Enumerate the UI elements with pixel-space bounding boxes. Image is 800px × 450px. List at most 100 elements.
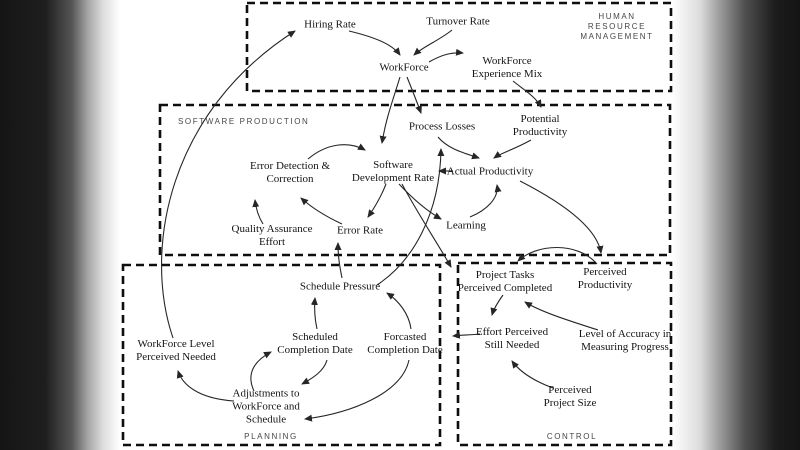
node-label-line: Perceived Completed — [457, 282, 553, 294]
node-label-line: Measuring Progress — [581, 341, 669, 353]
node-label-line: Scheduled — [292, 331, 338, 343]
edge-turnover-rate-to-workforce — [413, 29, 453, 56]
edge-scheduled-completion-date-to-schedule-pressure — [310, 297, 318, 330]
edge-hiring-rate-to-workforce — [348, 30, 401, 56]
node-label-line: Effort — [258, 236, 286, 248]
edge-adjustments-workforce-schedule-to-scheduled-completion-date — [250, 351, 272, 392]
node-label-line: Project Tasks — [475, 269, 535, 281]
edge-schedule-pressure-to-error-rate — [334, 242, 343, 279]
node-label-line: Forcasted — [383, 331, 427, 343]
human-resource-management-sector-box — [245, 1, 673, 93]
edge-workforce-level-perceived-needed-to-hiring-rate — [160, 30, 296, 339]
edge-error-detection-correction-to-software-development-rate — [307, 143, 366, 160]
node-label-line: Development Rate — [351, 172, 435, 184]
edge-quality-assurance-effort-to-error-detection-correction — [252, 199, 264, 225]
edge-actual-productivity-to-perceived-productivity — [519, 180, 604, 254]
edge-adjustments-workforce-schedule-to-workforce-level-perceived-needed — [176, 370, 235, 402]
node-label-line: Schedule Pressure — [299, 280, 381, 293]
edge-software-development-rate-to-learning — [398, 183, 442, 220]
edge-forcasted-completion-date-to-schedule-pressure — [386, 292, 412, 330]
node-label-line: Schedule — [245, 413, 287, 426]
edge-process-losses-to-actual-productivity — [437, 136, 480, 160]
edge-effort-perceived-still-needed-to-forcasted-completion-date — [452, 331, 481, 339]
node-label-line: Actual Productivity — [446, 165, 534, 178]
edge-project-tasks-perceived-completed-to-effort-perceived-still-needed — [490, 294, 504, 316]
software-production-sector-box — [158, 103, 672, 257]
sector-label-line: RESOURCE — [587, 22, 647, 31]
edge-error-rate-to-error-detection-correction — [300, 197, 343, 225]
node-label-line: Perceived Needed — [136, 351, 216, 363]
node-label-line: Productivity — [577, 279, 633, 291]
node-hiring-rate: Hiring Rate — [304, 19, 356, 32]
node-label-line: Software — [373, 159, 413, 171]
planning-sector-box — [121, 263, 442, 447]
node-label-line: Turnover Rate — [426, 15, 490, 28]
node-label-line: Project Size — [543, 397, 597, 409]
node-label-line: WorkForce and — [232, 400, 300, 413]
node-turnover-rate: Turnover Rate — [426, 16, 489, 29]
control-sector-label: CONTROL — [547, 432, 597, 442]
node-error-detection-correction: Error Detection &Correction — [250, 160, 330, 186]
edge-level-of-accuracy-to-project-tasks-perceived-completed — [524, 301, 599, 331]
sector-label-line: SOFTWARE PRODUCTION — [178, 117, 310, 126]
node-label-line: WorkForce Level — [137, 338, 215, 350]
sector-label-line: CONTROL — [546, 432, 598, 441]
edge-software-development-rate-to-project-tasks-perceived-completed — [401, 183, 452, 268]
edge-workforce-to-process-losses — [406, 76, 422, 114]
node-workforce: WorkForce — [379, 62, 428, 75]
sector-label-line: MANAGEMENT — [580, 32, 654, 41]
sector-label-line: HUMAN — [598, 12, 636, 21]
edge-schedule-pressure-to-process-losses — [376, 148, 445, 286]
node-learning: Learning — [446, 220, 486, 233]
control-sector-box — [456, 261, 673, 447]
node-label-line: Correction — [266, 173, 314, 185]
node-label-line: Error Rate — [336, 224, 384, 237]
node-label-line: Process Losses — [408, 120, 476, 133]
node-label-line: Level of Accuracy in — [578, 328, 672, 340]
node-label-line: WorkForce — [482, 55, 532, 67]
node-process-losses: Process Losses — [409, 121, 475, 134]
node-label-line: Experience Mix — [471, 68, 543, 80]
planning-sector-label: PLANNING — [244, 432, 298, 442]
node-schedule-pressure: Schedule Pressure — [300, 281, 380, 294]
node-label-line: Adjustments to — [232, 387, 300, 400]
edge-perceived-project-size-to-effort-perceived-still-needed — [511, 360, 554, 389]
edge-scheduled-completion-date-to-adjustments-workforce-schedule — [301, 359, 328, 385]
node-label-line: Completion Date — [277, 344, 353, 356]
edge-workforce-to-workforce-experience-mix — [428, 48, 464, 63]
node-label-line: Perceived — [548, 384, 592, 396]
edge-forcasted-completion-date-to-adjustments-workforce-schedule — [304, 359, 410, 422]
edge-perceived-productivity-to-project-tasks-perceived-completed — [517, 246, 598, 265]
node-label-line: Still Needed — [484, 339, 540, 351]
node-label-line: WorkForce — [379, 61, 429, 74]
node-label-line: Productivity — [512, 126, 568, 138]
edge-learning-to-actual-productivity — [469, 184, 502, 218]
edge-workforce-experience-mix-to-potential-productivity — [512, 80, 542, 108]
node-label-line: Completion Date — [367, 344, 443, 356]
node-label-line: Quality Assurance — [231, 223, 313, 235]
node-error-rate: Error Rate — [337, 225, 383, 238]
edge-workforce-to-software-development-rate — [379, 76, 401, 144]
software-production-sector-label: SOFTWARE PRODUCTION — [178, 117, 309, 127]
node-label-line: Potential — [520, 113, 560, 125]
node-label-line: Error Detection & — [249, 160, 331, 172]
node-label-line: Effort Perceived — [475, 326, 549, 338]
edge-software-development-rate-to-error-rate — [367, 183, 387, 218]
node-actual-productivity: Actual Productivity — [447, 166, 533, 179]
edge-potential-productivity-to-actual-productivity — [493, 139, 532, 159]
node-label-line: Hiring Rate — [304, 18, 356, 31]
